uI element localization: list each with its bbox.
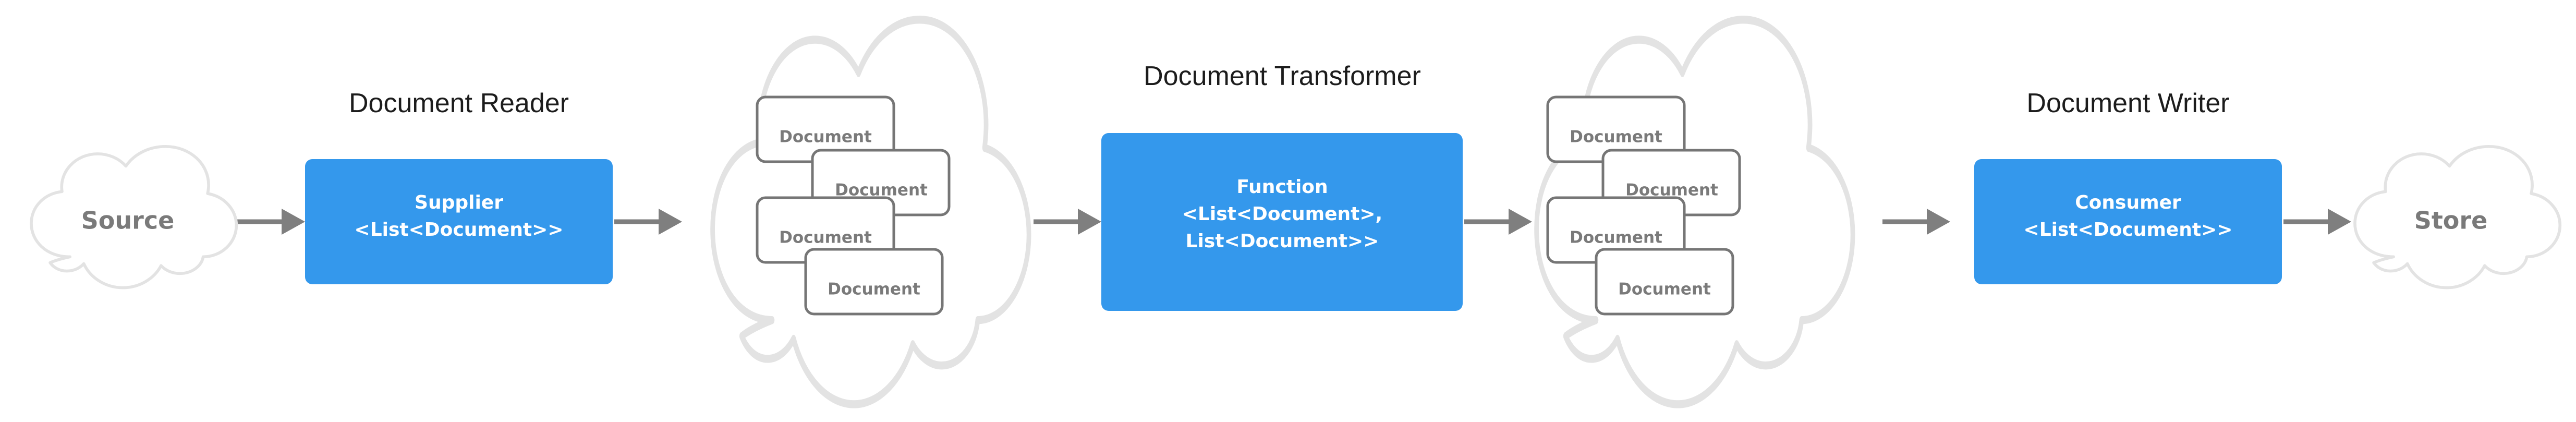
document-card[interactable]: Document — [756, 95, 895, 163]
read-documents-cloud: Document Document Document Document — [713, 20, 1029, 404]
supplier-box[interactable]: Supplier <List<Document>> — [305, 159, 613, 284]
document-card-rect[interactable] — [1595, 248, 1734, 316]
store-cloud: Store — [2355, 147, 2560, 288]
stage-document-transformer: Document Transformer Function <List<Docu… — [1101, 61, 1463, 311]
document-card[interactable]: Document — [1595, 248, 1734, 316]
consumer-box[interactable]: Consumer <List<Document>> — [1974, 159, 2282, 284]
document-card-label: Document — [1570, 228, 1662, 247]
document-card[interactable]: Document — [804, 248, 944, 316]
source-cloud-label: Source — [81, 207, 175, 235]
arrow-function-to-documents — [1464, 209, 1532, 235]
document-card[interactable]: Document — [1546, 95, 1686, 163]
document-card[interactable]: Document — [756, 196, 895, 264]
arrow-supplier-to-documents — [614, 209, 682, 235]
document-card-label: Document — [828, 280, 920, 299]
supplier-box-line1: Supplier — [415, 192, 503, 213]
store-cloud-label: Store — [2414, 207, 2488, 235]
transformed-documents-cloud: Document Document Document Document — [1537, 20, 1853, 404]
document-card-label: Document — [779, 228, 872, 247]
document-card-label: Document — [1618, 280, 1711, 299]
stage-title-document-reader: Document Reader — [349, 88, 569, 118]
arrow-documents-to-function — [1034, 209, 1101, 235]
source-cloud: Source — [31, 147, 236, 288]
document-card-label: Document — [1570, 128, 1662, 147]
consumer-box-line1: Consumer — [2075, 192, 2181, 213]
stage-document-reader: Document Reader Supplier <List<Document>… — [305, 88, 613, 284]
consumer-box-rect[interactable] — [1974, 159, 2282, 284]
function-box-line2: <List<Document>, — [1182, 203, 1382, 225]
supplier-box-line2: <List<Document>> — [355, 219, 564, 240]
supplier-box-rect[interactable] — [305, 159, 613, 284]
arrow-source-to-supplier — [236, 209, 305, 235]
function-box-line1: Function — [1236, 176, 1328, 198]
stage-title-document-transformer: Document Transformer — [1144, 61, 1421, 91]
function-box[interactable]: Function <List<Document>, List<Document>… — [1101, 133, 1463, 311]
stage-title-document-writer: Document Writer — [2026, 88, 2229, 118]
stage-document-writer: Document Writer Consumer <List<Document>… — [1974, 88, 2282, 284]
document-card-label: Document — [779, 128, 872, 147]
function-box-rect[interactable] — [1101, 133, 1463, 311]
function-box-line3: List<Document>> — [1186, 231, 1379, 252]
arrow-consumer-to-store — [2283, 209, 2351, 235]
arrow-documents-to-consumer — [1882, 209, 1950, 235]
document-card-rect[interactable] — [804, 248, 944, 316]
consumer-box-line2: <List<Document>> — [2024, 219, 2233, 240]
